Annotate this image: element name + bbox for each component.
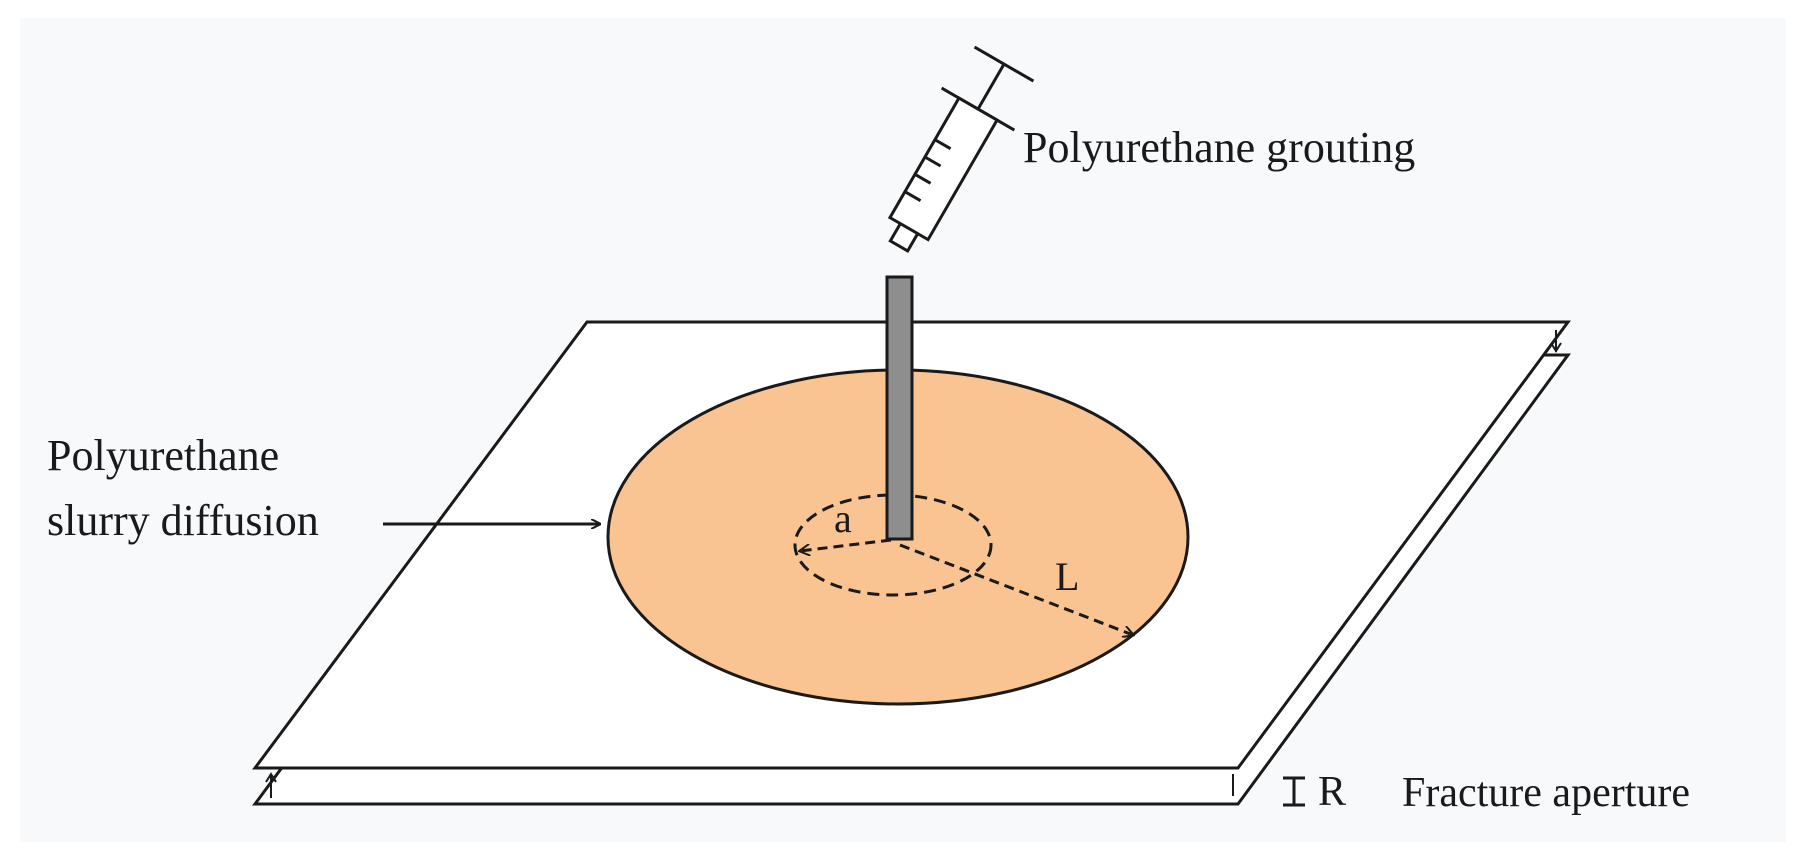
grout-pipe bbox=[885, 275, 914, 541]
inner-radius-boundary bbox=[793, 493, 993, 597]
diffusion-label-line2: slurry diffusion bbox=[47, 496, 319, 545]
aperture-dimension-icon bbox=[1283, 776, 1305, 807]
diffusion-label-line1: Polyurethane bbox=[47, 431, 279, 480]
outer-radius-label: L bbox=[1055, 554, 1079, 599]
grouting-label: Polyurethane grouting bbox=[1023, 123, 1415, 172]
aperture-corner-arrows bbox=[265, 330, 1562, 798]
inner-radius-label: a bbox=[834, 496, 852, 541]
outer-radius-arrow bbox=[899, 543, 1133, 635]
aperture-label: Fracture aperture bbox=[1402, 770, 1690, 816]
syringe-icon bbox=[887, 45, 1035, 253]
aperture-symbol-label: R bbox=[1318, 769, 1346, 815]
